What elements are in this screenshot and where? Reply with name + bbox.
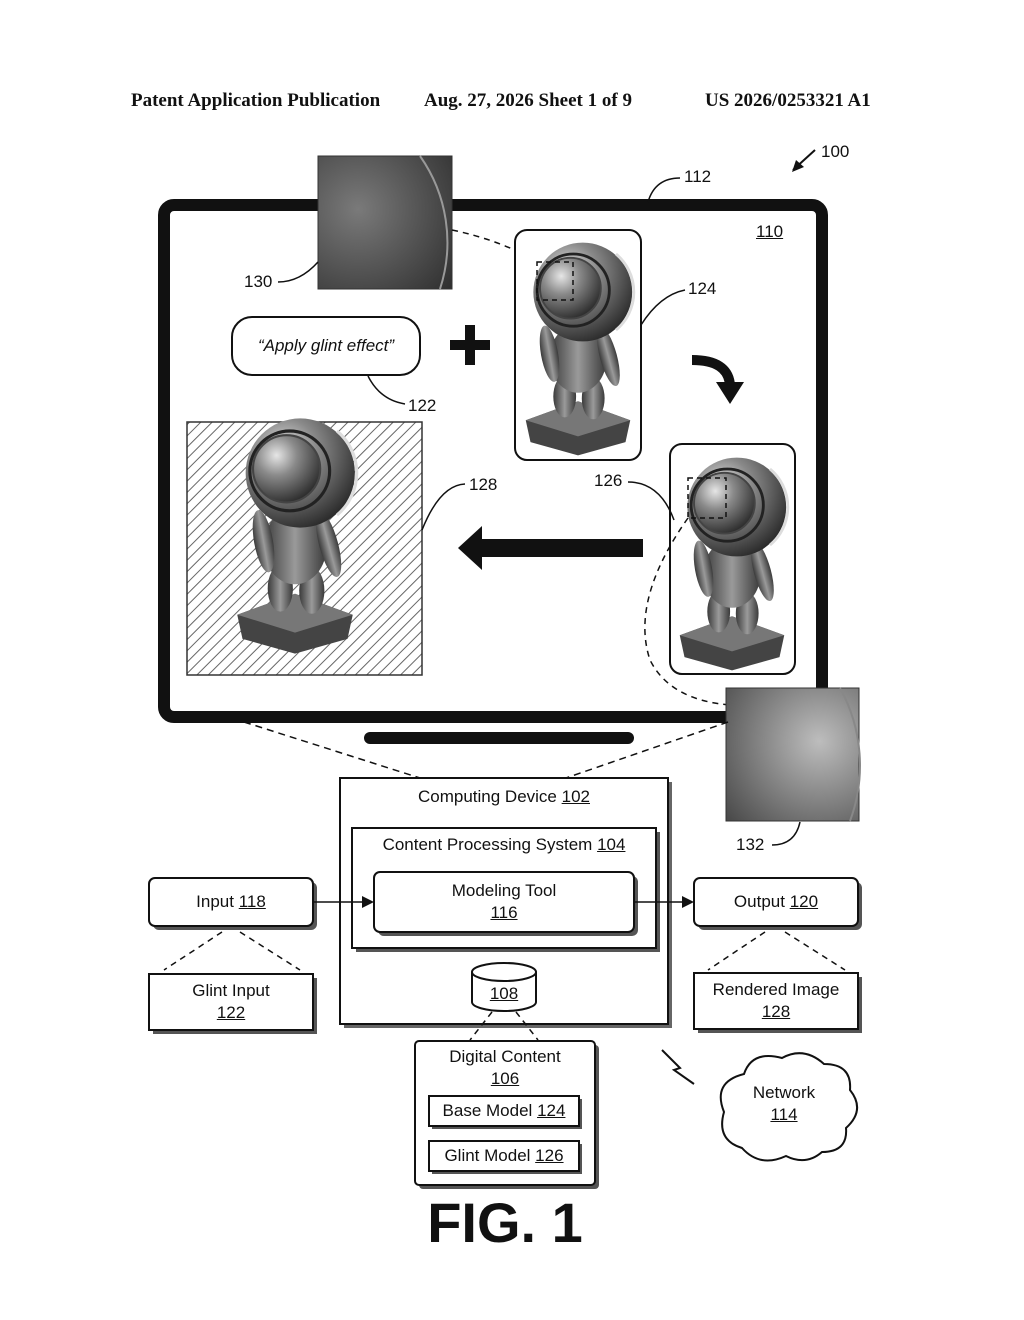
glint-model-label: Glint Model 126 bbox=[429, 1145, 579, 1167]
storage-label: 108 bbox=[472, 983, 536, 1005]
computing-device-label: Computing Device 102 bbox=[340, 786, 668, 808]
ref-128: 128 bbox=[469, 475, 497, 495]
ref-112: 112 bbox=[684, 167, 711, 187]
prompt-bubble-text: “Apply glint effect” bbox=[232, 336, 420, 356]
ref-100: 100 bbox=[821, 142, 849, 162]
ref-110: 110 bbox=[756, 222, 783, 242]
output-label: Output 120 bbox=[694, 891, 858, 913]
glint-input-label: Glint Input122 bbox=[149, 980, 313, 1024]
texture-132-image bbox=[726, 688, 859, 821]
input-label: Input 118 bbox=[149, 891, 313, 913]
rendered-image-label: Rendered Image128 bbox=[694, 979, 858, 1023]
lightning-icon bbox=[662, 1050, 694, 1084]
digital-content-label: Digital Content106 bbox=[415, 1046, 595, 1090]
base-model-label: Base Model 124 bbox=[429, 1100, 579, 1122]
content-processing-label: Content Processing System 104 bbox=[352, 834, 656, 856]
ref-126: 126 bbox=[594, 471, 622, 491]
network-label: Network114 bbox=[734, 1082, 834, 1126]
left-arrow-icon bbox=[478, 539, 643, 557]
ref-132: 132 bbox=[736, 835, 764, 855]
ref-124: 124 bbox=[688, 279, 716, 299]
ref-122: 122 bbox=[408, 396, 436, 416]
ref-130: 130 bbox=[244, 272, 272, 292]
figure-label: FIG. 1 bbox=[380, 1190, 630, 1255]
monitor-stand bbox=[364, 732, 634, 744]
modeling-tool-label: Modeling Tool116 bbox=[374, 880, 634, 924]
